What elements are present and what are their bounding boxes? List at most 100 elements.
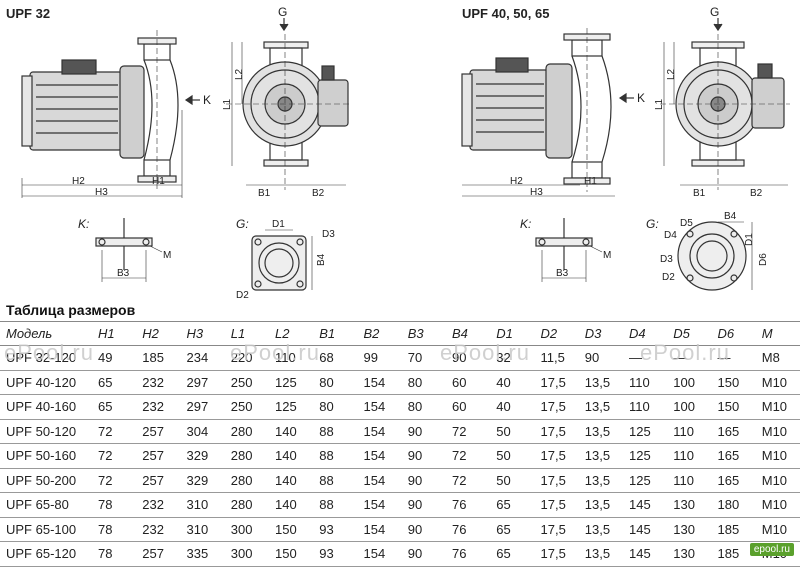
g-view-label-2: G: [646, 217, 659, 231]
column-header: L2 [269, 321, 314, 346]
column-header: D3 [578, 321, 623, 346]
dimension-cell: 130 [667, 541, 712, 567]
dimension-cell: 90 [401, 541, 446, 567]
dimension-cell: 232 [136, 517, 181, 542]
dimension-cell: 300 [224, 541, 269, 567]
dimension-cell: 17,5 [534, 492, 579, 518]
dimension-cell: — [711, 345, 756, 371]
dimension-cell: 88 [313, 492, 358, 518]
dimension-cell: 100 [667, 370, 712, 395]
dimension-cell: 257 [136, 468, 181, 493]
dimension-cell: 72 [446, 443, 491, 469]
dimension-cell: 130 [667, 517, 712, 542]
dimension-cell: 40 [490, 370, 535, 395]
dimension-cell: 234 [180, 345, 225, 371]
dimension-cell: 17,5 [534, 517, 579, 542]
dimension-cell: 13,5 [578, 468, 623, 493]
upf40-title: UPF 40, 50, 65 [462, 6, 549, 21]
upf32-label-L1: L1 [222, 98, 233, 110]
dimension-cell: 280 [224, 492, 269, 518]
upf40-label-H1: H1 [584, 176, 597, 187]
dimension-cell: 68 [313, 345, 358, 371]
dimension-cell: 165 [711, 468, 756, 493]
dimension-cell: 150 [269, 541, 314, 567]
dimension-cell: 49 [92, 345, 137, 371]
dimension-cell: 17,5 [534, 541, 579, 567]
dimension-cell: M10 [755, 394, 800, 420]
dimension-cell: 13,5 [578, 492, 623, 518]
dimension-cell: 154 [357, 419, 402, 444]
upf40-label-H3: H3 [530, 187, 543, 198]
upf40-label-L2: L2 [666, 68, 677, 80]
k-view-label-2: K: [520, 217, 531, 231]
upf32-label-H2: H2 [72, 176, 85, 187]
dimension-cell: 90 [401, 443, 446, 469]
g2-label-B4: B4 [724, 211, 737, 222]
dimension-cell: M10 [755, 419, 800, 444]
dimension-cell: 335 [180, 541, 225, 567]
upf32-label-G: G [278, 5, 287, 19]
dimension-cell: 80 [313, 394, 358, 420]
k-view-upf40 [535, 218, 603, 282]
dimension-cell: 90 [578, 345, 623, 371]
dimension-cell: 165 [711, 419, 756, 444]
column-header: B2 [357, 321, 402, 346]
dimension-cell: M10 [755, 517, 800, 542]
dimension-cell: 65 [92, 394, 137, 420]
dimension-cell: 257 [136, 541, 181, 567]
g2-label-D6: D6 [758, 253, 769, 266]
dimension-cell: 110 [623, 394, 668, 420]
upf40-label-G: G [710, 5, 719, 19]
dimension-cell: 90 [401, 419, 446, 444]
dimension-cell: 78 [92, 541, 137, 567]
column-header: D4 [623, 321, 668, 346]
dimension-cell: 80 [401, 370, 446, 395]
column-header: M [755, 321, 800, 346]
dimension-cell: 145 [623, 492, 668, 518]
dimension-cell: 125 [623, 419, 668, 444]
technical-drawings: UPF 32 K H2 H1 [6, 5, 790, 300]
dimension-cell: 257 [136, 443, 181, 469]
upf32-label-H3: H3 [95, 187, 108, 198]
dimension-cell: 232 [136, 492, 181, 518]
g1-label-D2: D2 [236, 290, 249, 300]
column-header: B1 [313, 321, 358, 346]
dimension-cell: 180 [711, 492, 756, 518]
dimension-cell: 88 [313, 419, 358, 444]
column-header: H1 [92, 321, 137, 346]
upf40-label-B1: B1 [693, 188, 706, 199]
dimension-cell: 13,5 [578, 419, 623, 444]
column-header: H3 [180, 321, 225, 346]
dimension-cell: 60 [446, 370, 491, 395]
dimension-cell: 297 [180, 370, 225, 395]
dimension-cell: 280 [224, 468, 269, 493]
dimension-cell: 40 [490, 394, 535, 420]
dimension-cell: 130 [667, 492, 712, 518]
dimension-cell: M10 [755, 468, 800, 493]
g-view-label-1: G: [236, 217, 249, 231]
column-header: D6 [711, 321, 756, 346]
dimension-cell: 80 [313, 370, 358, 395]
k1-label-B3: B3 [117, 268, 130, 279]
dimension-cell: 50 [490, 443, 535, 469]
dimension-cell: 17,5 [534, 468, 579, 493]
dimension-cell: 76 [446, 492, 491, 518]
dimension-cell: 154 [357, 370, 402, 395]
upf40-side-view [461, 28, 634, 197]
table-title: Таблица размеров [6, 302, 136, 318]
dimension-cell: 140 [269, 492, 314, 518]
g2-label-D3: D3 [660, 254, 673, 265]
dimension-cell: 72 [92, 419, 137, 444]
dimension-cell: 310 [180, 517, 225, 542]
model-cell: UPF 40-160 [0, 394, 92, 420]
dimension-cell: 65 [92, 370, 137, 395]
dimension-cell: 140 [269, 443, 314, 469]
dimension-cell: 90 [401, 517, 446, 542]
